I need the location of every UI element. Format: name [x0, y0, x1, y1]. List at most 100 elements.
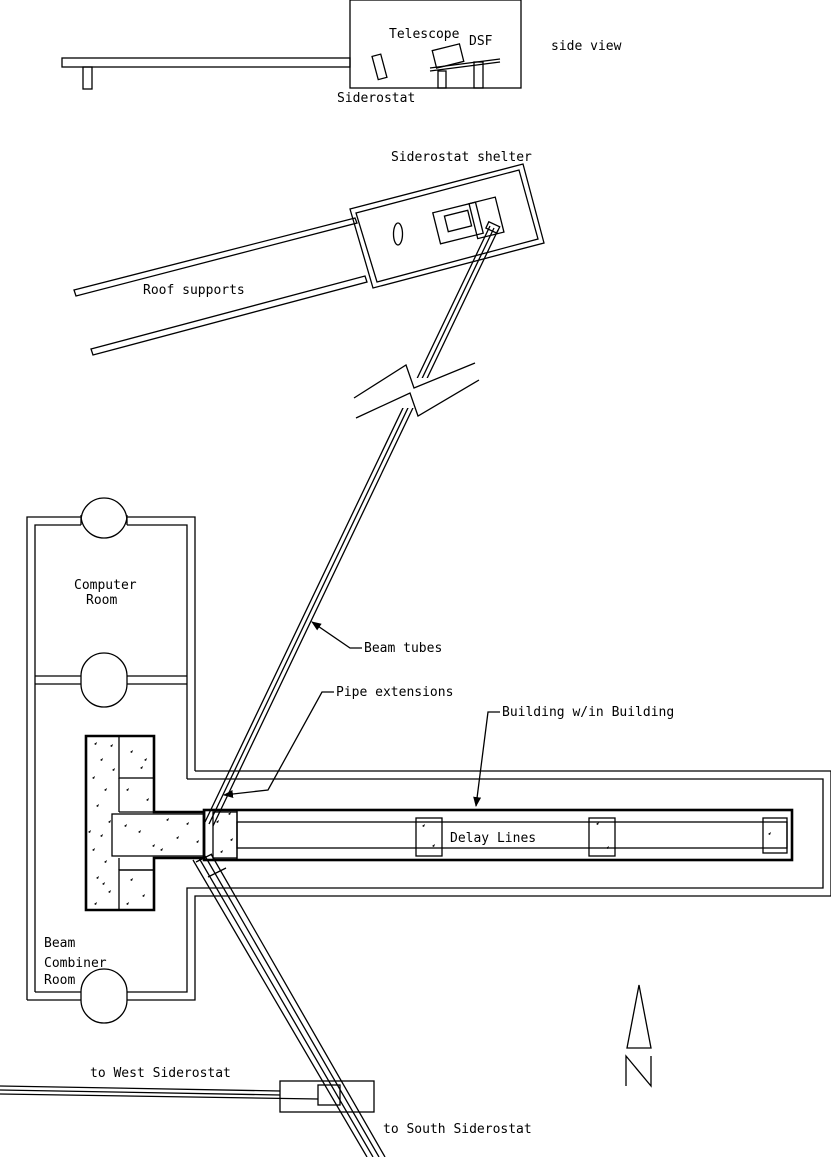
- to-south-siderostat-label: to South Siderostat: [383, 1122, 532, 1137]
- building-leader: [473, 711, 500, 807]
- stipple-dot: [768, 832, 771, 835]
- stipple-dot: [104, 788, 107, 791]
- beam-tube: [212, 229, 499, 827]
- side-view-post: [82, 66, 93, 90]
- stipple-dot: [606, 846, 609, 849]
- west-beam-tube: [0, 1093, 319, 1100]
- stipple-dot: [432, 844, 435, 847]
- side-view-table-leg: [473, 61, 484, 89]
- concrete-stipple: [88, 742, 771, 905]
- beam-tube: [192, 859, 368, 1157]
- beam-tube: [208, 227, 495, 825]
- beam-tube: [204, 225, 491, 823]
- stipple-dot: [126, 788, 129, 791]
- stipple-dot: [108, 890, 111, 893]
- side-view-roof-beam: [61, 57, 351, 68]
- stipple-dot: [140, 766, 143, 769]
- side-view-label: side view: [551, 39, 622, 54]
- door-opening-mask: [81, 990, 127, 1002]
- stipple-dot: [130, 750, 133, 753]
- door-swing-icon: [80, 999, 128, 1024]
- delay-line-cart: [588, 817, 616, 857]
- beam-tube: [204, 855, 380, 1157]
- stipple-dot: [96, 876, 99, 879]
- stipple-dot: [596, 822, 599, 825]
- junction-box: [0, 1080, 375, 1113]
- stipple-dot: [112, 768, 115, 771]
- beam-combiner-label: Combiner: [44, 956, 107, 971]
- tube-break-symbol: [353, 362, 476, 399]
- side-view: Telescope DSF side view Siderostat: [61, 0, 622, 106]
- building-in-building-label: Building w/in Building: [502, 705, 674, 720]
- stipple-dot: [130, 878, 133, 881]
- stipple-dot: [216, 820, 219, 823]
- telescope-mount-inner: [443, 209, 473, 233]
- stipple-dot: [186, 822, 189, 825]
- outer-building: Computer Room: [26, 497, 831, 1024]
- junction-inner: [317, 1084, 341, 1106]
- computer-room-label: Room: [86, 593, 117, 608]
- east-wing-outer-wall: [27, 770, 831, 1001]
- stipple-dot: [102, 882, 105, 885]
- roof-support-beam: [73, 217, 358, 297]
- beam-tube: [210, 853, 386, 1157]
- north-label: N: [630, 1075, 631, 1077]
- east-wing-inner-wall: [35, 778, 824, 993]
- side-view-telescope: [431, 43, 465, 69]
- door-swing-icon: [80, 514, 128, 539]
- beam-tubes-south: [192, 853, 386, 1157]
- stipple-dot: [422, 824, 425, 827]
- siderostat-label: Siderostat: [337, 91, 415, 106]
- beam-tubes-label: Beam tubes: [364, 641, 442, 656]
- delay-line-cart: [415, 817, 443, 857]
- west-beam-tube: [0, 1085, 281, 1092]
- side-view-telescope-table: [429, 61, 501, 72]
- stipple-dot: [160, 848, 163, 851]
- stipple-dot: [100, 834, 103, 837]
- door-swing-icon: [80, 683, 128, 708]
- stipple-dot: [142, 894, 145, 897]
- north-arrow-icon: [626, 984, 652, 1049]
- door-swing-icon: [80, 968, 128, 993]
- side-view-table-leg: [437, 70, 447, 89]
- beam-tube-end-cap: [485, 220, 501, 235]
- stipple-dot: [220, 850, 223, 853]
- delay-line-cart: [762, 817, 788, 854]
- to-west-siderostat-label: to West Siderostat: [90, 1066, 231, 1081]
- door-swing-icon: [80, 652, 128, 677]
- stipple-dot: [94, 902, 97, 905]
- tube-clamp: [207, 867, 227, 878]
- shelter-outer-wall: [349, 163, 545, 289]
- stipple-dot: [104, 860, 107, 863]
- beam-tube: [198, 857, 374, 1157]
- tube-break-symbol: [355, 379, 480, 419]
- stipple-dot: [92, 776, 95, 779]
- junction-enclosure: [279, 1080, 375, 1113]
- stipple-dot: [88, 830, 91, 833]
- side-view-shelter: [349, 0, 522, 89]
- shelter-inner-wall: [355, 169, 539, 283]
- stipple-dot: [110, 744, 113, 747]
- door-opening-mask: [81, 515, 127, 527]
- optical-bench: [118, 869, 155, 911]
- callouts: Beam tubes Pipe extensions Building w/in…: [44, 621, 674, 1137]
- stipple-dot: [228, 812, 231, 815]
- stipple-dot: [124, 824, 127, 827]
- side-view-siderostat: [371, 53, 388, 81]
- telescope-mount: [431, 201, 485, 245]
- side-view-telescope-table: [429, 58, 501, 69]
- siderostat-mirror: [392, 222, 404, 246]
- siderostat-shelter: Siderostat shelter: [349, 150, 545, 289]
- beam-tubes-leader: [311, 621, 362, 649]
- beam-tubes-north: [204, 220, 501, 827]
- stipple-dot: [230, 838, 233, 841]
- optical-bench: [111, 813, 205, 857]
- stipple-dot: [196, 840, 199, 843]
- pipe-extensions-leader: [223, 691, 334, 798]
- tube-clamp: [195, 853, 213, 863]
- stipple-dot: [166, 818, 169, 821]
- pipe-extensions-label: Pipe extensions: [336, 685, 453, 700]
- roof-supports-label: Roof supports: [143, 283, 245, 298]
- stipple-dot: [144, 758, 147, 761]
